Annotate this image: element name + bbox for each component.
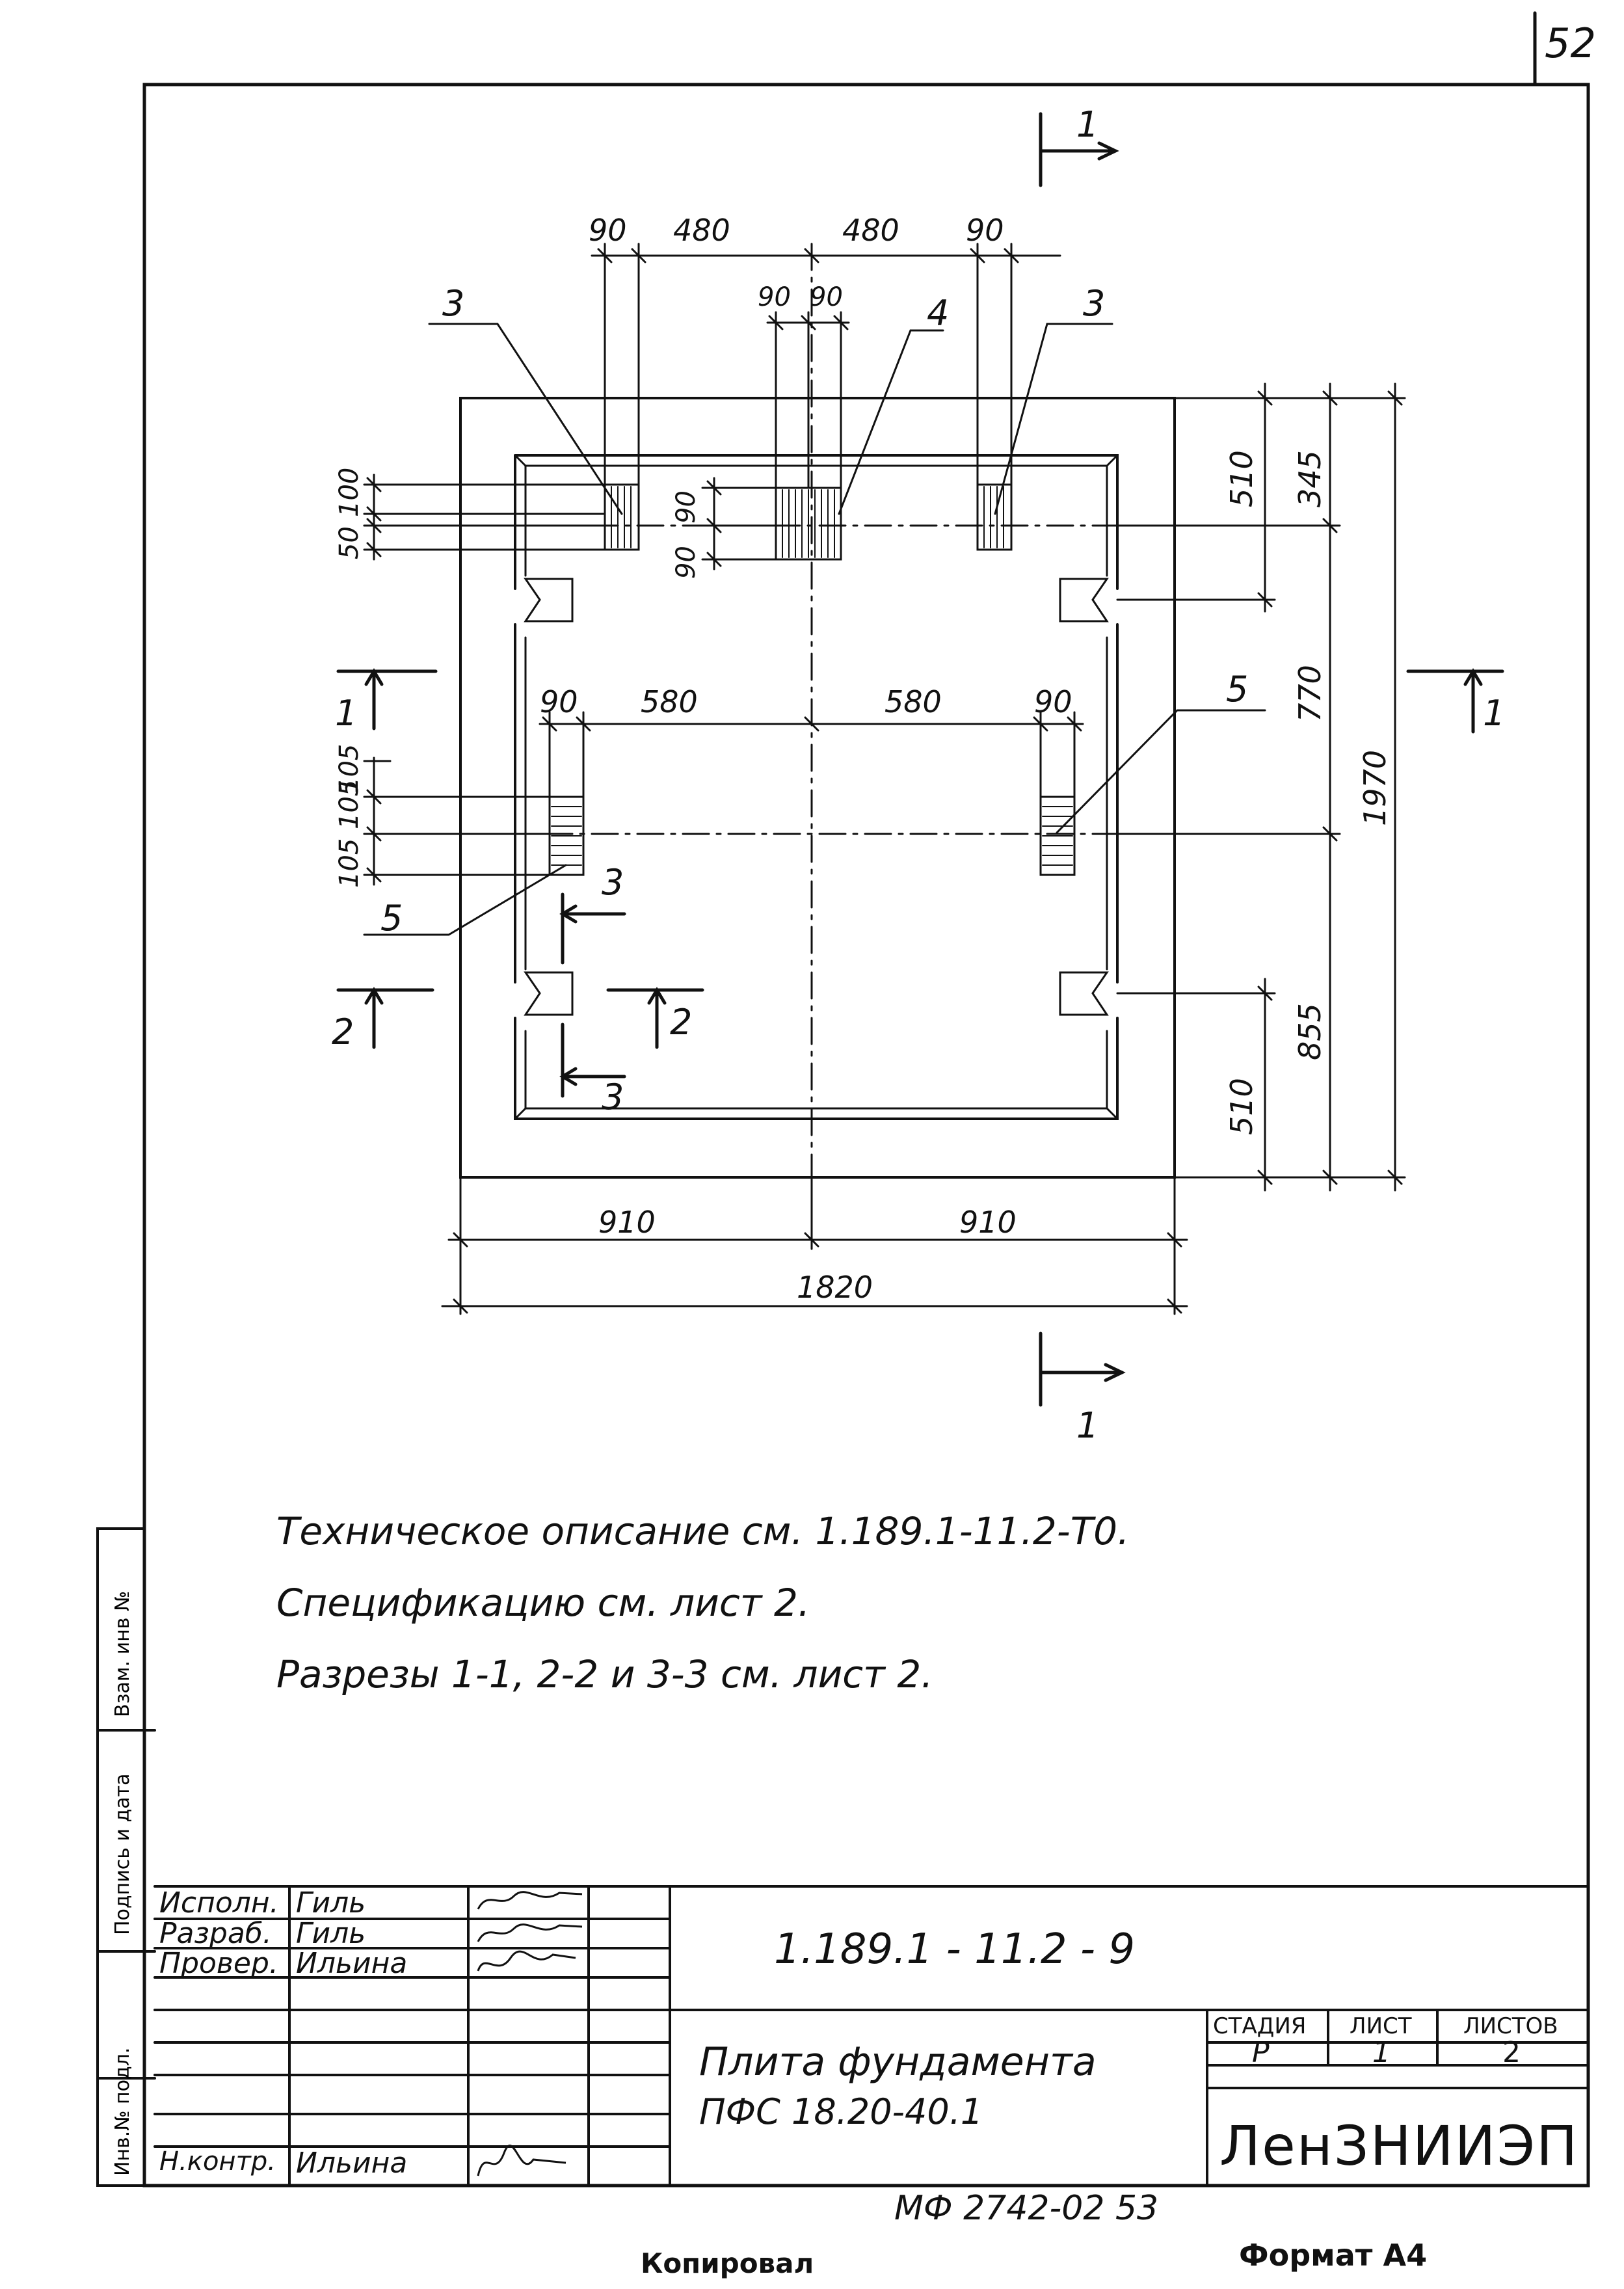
label-pos4: 4 — [927, 293, 949, 334]
dim-bottom-910-left: 910 — [598, 1205, 656, 1240]
tb-role-prover: Провер. — [159, 1947, 278, 1980]
note-sections: Разрезы 1-1, 2-2 и 3-3 см. лист 2. — [276, 1652, 933, 1696]
slab-recess-inner — [524, 464, 1108, 1110]
title-block-lines — [153, 1885, 1590, 2187]
dim-center-90-right: 90 — [810, 282, 843, 312]
section-label-inner-2: 2 — [670, 1002, 692, 1043]
section-marks — [336, 112, 1504, 1407]
dim-right-770: 770 — [1292, 665, 1327, 722]
slab-outline — [459, 397, 1176, 1179]
middle-dimension-lines — [539, 711, 1084, 798]
footer-copied: Копировал — [641, 2247, 814, 2279]
center-lines — [363, 243, 1328, 1237]
dim-mid-580-right: 580 — [885, 684, 942, 719]
sheet-frame — [142, 83, 1590, 2188]
tb-name-nkontr: Ильина — [296, 2147, 408, 2180]
tb-title-line2: ПФС 18.20-40.1 — [699, 2091, 983, 2132]
note-technical-description: Техническое описание см. 1.189.1-11.2-Т0… — [276, 1509, 1130, 1553]
tb-title-line1: Плита фундамента — [699, 2039, 1097, 2085]
label-pos3-left: 3 — [442, 283, 464, 324]
tb-name-razrab: Гиль — [296, 1917, 366, 1950]
slab-recess-outer — [514, 454, 1119, 1120]
right-dimension-lines — [1116, 382, 1406, 1192]
section-label-right-1: 1 — [1483, 693, 1505, 734]
dim-inner-90-bottom: 90 — [671, 546, 701, 579]
side-vzam-inv: Взам. инв № — [111, 1591, 134, 1717]
dim-inner-90-top: 90 — [671, 490, 701, 524]
dim-top-90-left: 90 — [589, 213, 627, 248]
tb-organization: ЛенЗНИИЭП — [1219, 2114, 1579, 2178]
section-label-left-2: 2 — [332, 1011, 354, 1052]
label-pos5-left: 5 — [380, 898, 403, 939]
dim-right-1970: 1970 — [1357, 750, 1392, 826]
dim-mid-580-left: 580 — [641, 684, 698, 719]
tb-sheets-header: Листов — [1463, 2013, 1558, 2039]
tb-role-nkontr: Н.контр. — [159, 2147, 276, 2176]
note-specification: Спецификацию см. лист 2. — [276, 1581, 810, 1625]
tb-stage-value: Р — [1252, 2036, 1270, 2069]
tb-stage-header: Стадия — [1213, 2013, 1307, 2039]
top-dimension-lines — [591, 243, 1061, 489]
footer-format: Формат А4 — [1239, 2238, 1428, 2273]
side-inv-no-sub: Инв.№ подл. — [111, 2048, 134, 2176]
section-label-left-1: 1 — [335, 693, 357, 734]
section-label-3-bottom: 3 — [602, 1077, 624, 1118]
tb-role-ispoln: Исполн. — [159, 1886, 279, 1920]
leader-lines — [363, 323, 1266, 936]
left-dimension-lines — [363, 474, 777, 886]
dim-bottom-1820: 1820 — [797, 1270, 873, 1305]
position-labels: 3 4 3 5 5 1 1 1 1 2 2 3 3 — [332, 104, 1505, 1446]
dim-right-345: 345 — [1292, 450, 1327, 507]
dim-mid-90-left: 90 — [540, 684, 578, 719]
dim-right-855: 855 — [1292, 1003, 1327, 1060]
dimension-texts: 90 480 480 90 90 90 100 50 90 90 90 580 … — [334, 213, 1392, 1305]
side-strip-lines — [96, 1527, 156, 2187]
signatures — [477, 1891, 583, 2176]
section-label-bottom: 1 — [1076, 1405, 1098, 1446]
side-sign-date: Подпись и дата — [111, 1774, 134, 1936]
tb-role-razrab: Разраб. — [159, 1917, 272, 1950]
dim-left-100: 100 — [334, 468, 364, 517]
dim-left-105-bottom: 105 — [334, 838, 364, 888]
label-pos3-right: 3 — [1083, 283, 1105, 324]
page-number: 52 — [1545, 20, 1596, 67]
dim-top-90-right: 90 — [966, 213, 1004, 248]
tb-sheet-header: Лист — [1350, 2013, 1412, 2039]
tb-sheet-value: 1 — [1372, 2036, 1391, 2069]
dim-top-480-right: 480 — [842, 213, 899, 248]
dim-mid-90-right: 90 — [1034, 684, 1072, 719]
tb-name-prover: Ильина — [296, 1947, 408, 1980]
bottom-dimension-lines — [441, 1176, 1188, 1315]
dim-right-510-top: 510 — [1224, 450, 1259, 507]
tb-sheets-value: 2 — [1502, 2036, 1521, 2069]
dim-center-90-left: 90 — [758, 282, 791, 312]
label-pos5-right: 5 — [1226, 669, 1248, 710]
dim-top-480-left: 480 — [673, 213, 730, 248]
tb-name-ispoln: Гиль — [296, 1886, 366, 1920]
section-label-top: 1 — [1076, 104, 1098, 145]
dim-left-105-top: 105 — [334, 744, 364, 794]
dim-left-105-mid: 105 — [334, 780, 364, 829]
dim-right-510-bottom: 510 — [1224, 1078, 1259, 1135]
section-label-3-top: 3 — [602, 862, 624, 903]
footer-archive-code: МФ 2742-02 53 — [894, 2189, 1159, 2228]
dim-bottom-910-right: 910 — [959, 1205, 1017, 1240]
dim-left-50: 50 — [334, 526, 364, 559]
side-strip-labels: Инв.№ подл. Подпись и дата Взам. инв № — [111, 1591, 134, 2176]
tb-doc-code: 1.189.1 - 11.2 - 9 — [774, 1925, 1136, 1974]
lifting-loops — [524, 578, 1109, 1016]
